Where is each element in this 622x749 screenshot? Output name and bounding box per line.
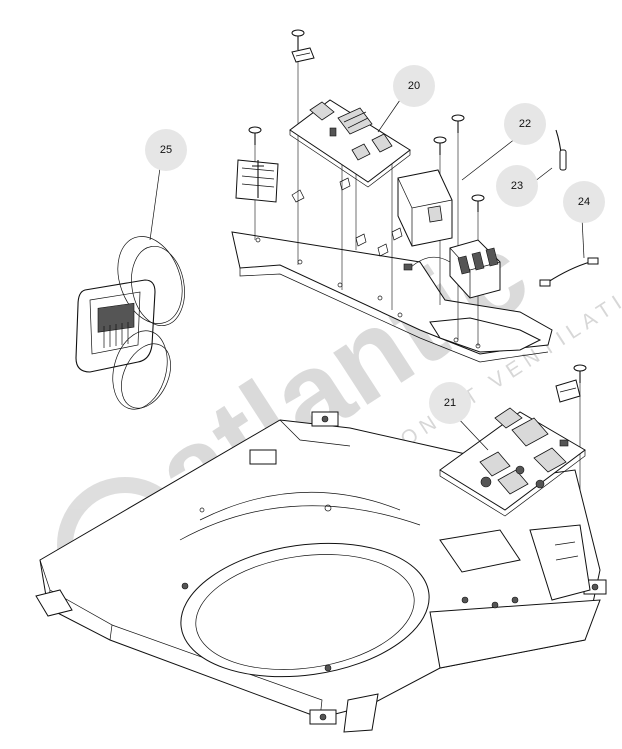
callout-22-label: 22 — [519, 118, 531, 130]
callout-23-label: 23 — [511, 180, 523, 192]
callout-21-label: 21 — [444, 397, 456, 409]
remote-control-part — [75, 236, 185, 410]
callout-20-label: 20 — [408, 80, 420, 92]
screw-icon — [471, 194, 485, 212]
base-chassis — [35, 411, 607, 733]
ground-cable — [539, 257, 599, 287]
cable-guide-bracket — [235, 159, 279, 203]
callout-20: 20 — [393, 65, 435, 107]
callout-24: 24 — [563, 181, 605, 223]
screw-icon — [248, 126, 262, 145]
mounting-pad — [311, 411, 339, 427]
callout-22: 22 — [504, 103, 546, 145]
terminal-block — [403, 239, 501, 299]
screw-icon — [433, 136, 447, 155]
remote-keypad — [97, 302, 135, 348]
callout-25-label: 25 — [160, 144, 172, 156]
callout-21: 21 — [429, 382, 471, 424]
screw-icon — [291, 29, 305, 50]
terminal-cover — [397, 169, 453, 247]
callout-24-label: 24 — [578, 196, 590, 208]
mounting-pad — [309, 709, 337, 725]
screw-icon — [451, 114, 465, 133]
temperature-sensor — [555, 129, 567, 171]
upper-circuit-board — [289, 99, 411, 188]
mounting-pad — [249, 449, 277, 465]
main-circuit-board — [439, 407, 586, 517]
callout-23: 23 — [496, 165, 538, 207]
screw-icon — [573, 364, 587, 383]
screws-upper — [248, 29, 587, 383]
cable-clip-lower — [555, 379, 581, 403]
callout-25: 25 — [145, 129, 187, 171]
cable-clip-top — [291, 47, 315, 63]
